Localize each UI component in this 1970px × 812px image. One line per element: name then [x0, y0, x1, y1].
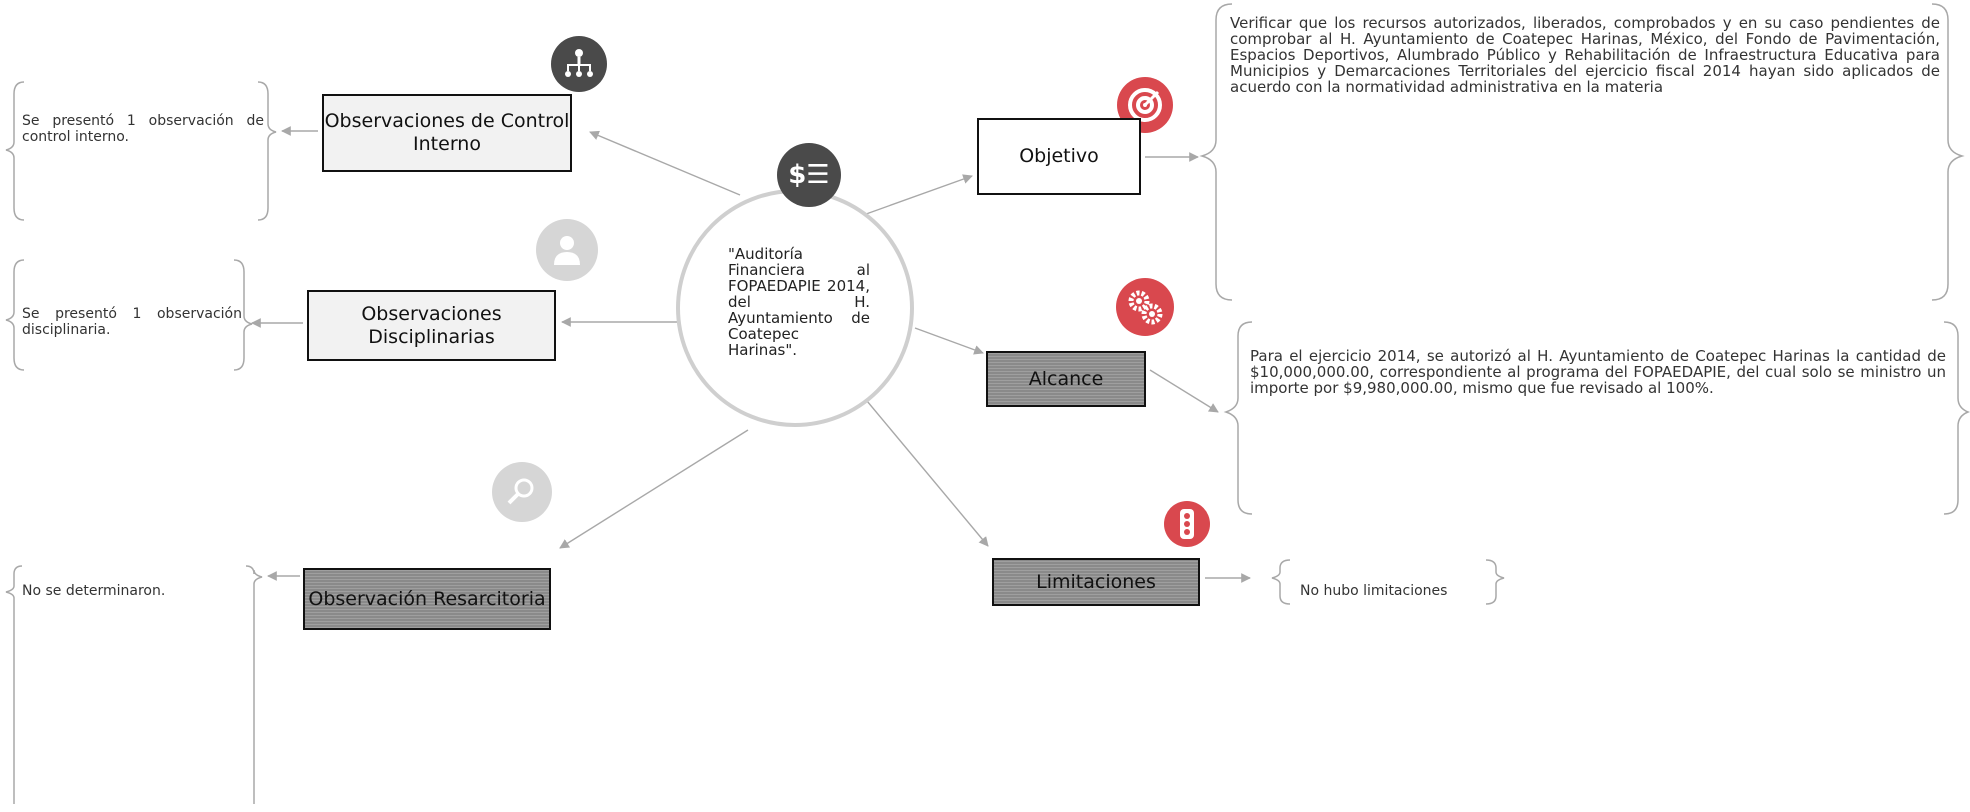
brace-alcance-right: [1943, 321, 1970, 515]
brace-resarcitoria-right: [245, 565, 263, 804]
control-interno-note: Se presentó 1 observación de control int…: [22, 113, 264, 145]
disciplinarias-box: Observaciones Disciplinarias: [307, 290, 556, 361]
brace-limitaciones-right: [1485, 559, 1505, 605]
resarcitoria-box: Observación Resarcitoria: [303, 568, 551, 630]
brace-disciplinarias-right: [233, 259, 253, 371]
limitaciones-box: Limitaciones: [992, 558, 1200, 606]
objetivo-label: Objetivo: [1019, 145, 1099, 167]
traffic-light-icon: [1164, 501, 1210, 547]
money-list-icon: $☰: [777, 143, 841, 207]
org-chart-icon: [551, 36, 607, 92]
gears-icon: [1116, 278, 1174, 336]
brace-control-interno-left: [5, 81, 25, 221]
link-center-objetivo: [854, 174, 973, 219]
limitaciones-note: No hubo limitaciones: [1300, 583, 1448, 599]
link-center-resarcitoria: [559, 429, 749, 549]
link-center-alcance: [914, 327, 984, 355]
brace-objetivo-right: [1931, 3, 1965, 301]
alcance-label: Alcance: [1028, 367, 1104, 390]
link-center-limitaciones: [861, 394, 989, 547]
brace-limitaciones-left: [1271, 559, 1291, 605]
link-center-control-interno: [589, 130, 741, 196]
center-title: "Auditoría Financiera al FOPAEDAPIE 2014…: [728, 245, 870, 359]
resarcitoria-label: Observación Resarcitoria: [308, 587, 546, 610]
brace-resarcitoria-left: [5, 565, 23, 804]
brace-objetivo-left: [1199, 3, 1233, 301]
control-interno-label: Observaciones de Control Interno: [324, 110, 570, 155]
link-alcance-note: [1149, 369, 1219, 413]
alcance-note: Para el ejercicio 2014, se autorizó al H…: [1250, 347, 1946, 397]
resarcitoria-note: No se determinaron.: [22, 583, 166, 599]
alcance-box: Alcance: [986, 351, 1146, 407]
person-icon: [536, 219, 598, 281]
disciplinarias-label: Observaciones Disciplinarias: [361, 302, 502, 348]
brace-disciplinarias-left: [5, 259, 25, 371]
limitaciones-label: Limitaciones: [1036, 570, 1156, 593]
disciplinarias-note: Se presentó 1 observación disciplinaria.: [22, 306, 242, 338]
control-interno-box: Observaciones de Control Interno: [322, 94, 572, 172]
magnifier-icon: [492, 462, 552, 522]
objetivo-box: Objetivo: [977, 118, 1141, 195]
brace-control-interno-right: [257, 81, 277, 221]
brace-alcance-left: [1223, 321, 1253, 515]
objetivo-note: Verificar que los recursos autorizados, …: [1230, 14, 1940, 96]
